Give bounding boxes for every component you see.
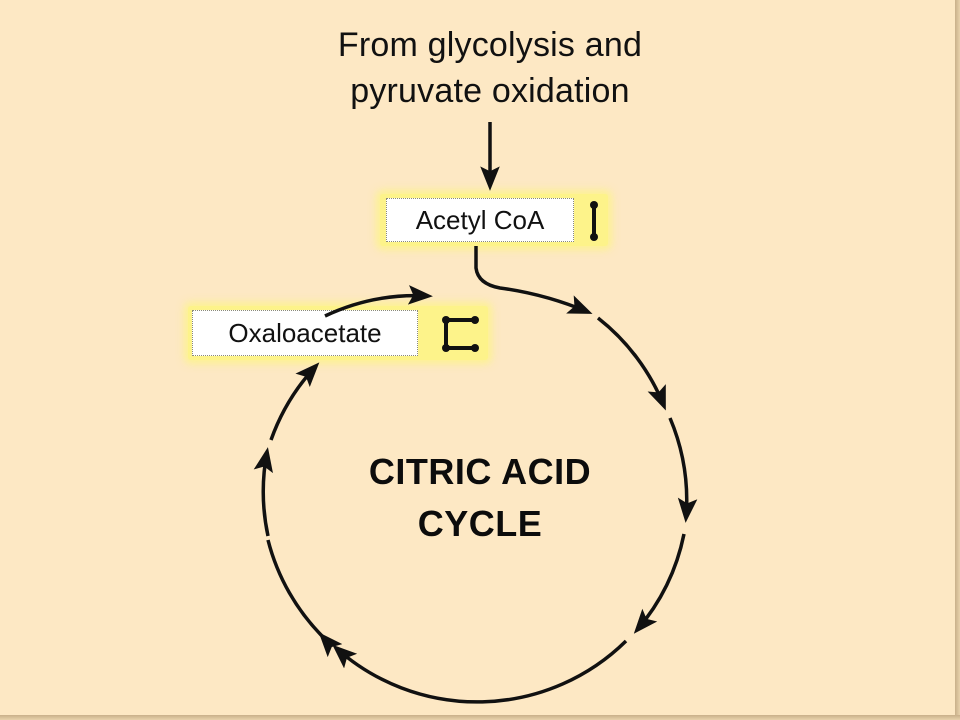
- cycle-arrow-bottom-left-head: [318, 632, 343, 658]
- cycle-ring: [253, 285, 698, 704]
- oxaloacetate-node: Oxaloacetate: [192, 310, 418, 356]
- cycle-arrow-2: [668, 417, 698, 523]
- cycle-arrow-oxaloacetate-to-top: [324, 285, 433, 318]
- acetyl-coa-entry-arrow: [474, 246, 593, 314]
- 2-carbon-chain-icon: [590, 201, 598, 241]
- 4-carbon-chain-icon: [442, 316, 479, 352]
- cycle-arrow-1: [596, 316, 666, 411]
- cycle-title: CITRIC ACID CYCLE: [320, 446, 640, 550]
- frame-border-bottom: [0, 715, 960, 720]
- cycle-arrow-4: [332, 639, 628, 704]
- frame-border-right: [955, 0, 960, 720]
- acetyl-coa-label: Acetyl CoA: [415, 204, 545, 235]
- oxaloacetate-label: Oxaloacetate: [228, 317, 382, 348]
- cycle-arrow-5: [266, 539, 326, 640]
- source-label: From glycolysis and pyruvate oxidation: [300, 22, 680, 114]
- acetyl-coa-node: Acetyl CoA: [386, 198, 574, 242]
- source-label-line1: From glycolysis and: [337, 26, 643, 64]
- cycle-arrow-6: [269, 362, 320, 441]
- cycle-title-line1: CITRIC ACID: [368, 451, 592, 492]
- cycle-title-line2: CYCLE: [417, 503, 543, 544]
- source-label-line2: pyruvate oxidation: [350, 72, 630, 110]
- cycle-arrow-5b: [253, 447, 273, 537]
- cycle-arrow-3: [633, 533, 686, 634]
